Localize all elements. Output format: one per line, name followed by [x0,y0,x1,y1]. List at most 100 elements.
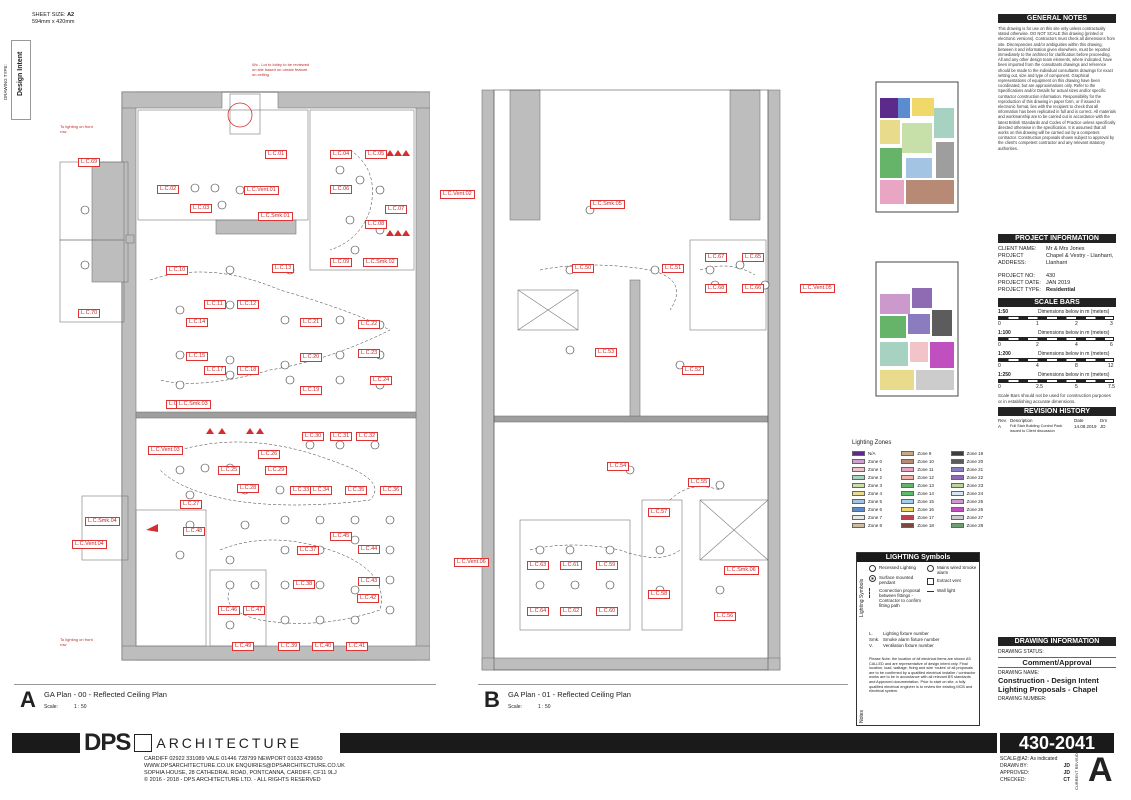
left-bottom-annotation: To lighting on front row [60,637,93,647]
zone-swatch-item: Zone 4 [852,490,901,497]
fixture-label: L.C.04 [330,150,353,159]
zone-swatch-item: N/A [852,450,901,457]
fixture-label: L.C.49 [232,642,255,651]
zone-swatch-item: Zone 0 [852,458,901,465]
zone-color-swatch [901,467,915,472]
scale-tick: 0 [998,321,1001,327]
zone-color-swatch [950,451,964,456]
zone-name: Zone 25 [966,499,984,504]
sheet-size-value: A2 [67,12,75,18]
symbol-label: Mains wired Smoke alarm [937,565,977,575]
fixture-label: L.C.Smk.05 [590,200,625,209]
notes-side-label: Notes [859,709,865,723]
fixture-label: L.C.36 [380,486,403,495]
project-row: CLIENT NAME:Mr & Mrs Jones [998,246,1116,253]
scale-bar-desc: Dimensions below in m (meters) [1038,309,1110,315]
revision-col: Rev. [998,418,1007,424]
fixture-label: L.C.12 [237,300,260,309]
drawing-number: 430-2041 [1000,733,1114,753]
fixture-label: L.C.57 [648,508,671,517]
lighting-symbols-side-label: Lighting Symbols [859,578,865,617]
plan-a-title: GA Plan - 00 - Reflected Ceiling Plan [44,690,167,699]
zone-color-swatch [950,459,964,464]
project-key: PROJECT ADDRESS: [998,253,1027,266]
fixture-label: L.C.46 [218,606,241,615]
fixture-label: L.C.65 [742,253,765,262]
zone-name: Zone 3 [868,483,883,488]
zone-swatch-item: Zone 16 [901,506,950,513]
zone-swatch-item: Zone 21 [950,466,1000,473]
legend-value: Ventilation fixture number [883,643,934,648]
fixture-label: L.C.05 [365,150,388,159]
zone-name: Zone 16 [917,507,934,512]
project-key: PROJECT NO: [998,273,1035,279]
fixture-label: L.C.29 [265,466,288,475]
project-row: PROJECT NO:430 [998,273,1116,280]
zone-name: Zone 15 [917,499,934,504]
fixture-label: L.C.33 [290,486,313,495]
drawing-status-label: DRAWING STATUS: [998,649,1044,655]
fixture-label: L.C.09 [330,258,353,267]
symbol-row: Extract vent [927,578,979,585]
general-notes-text: This drawing is for use on this site onl… [998,26,1116,151]
fixture-label: L.C.59 [596,561,619,570]
zone-name: Zone 2 [868,475,883,480]
zone-name: Zone 8 [868,523,883,528]
left-top-annotation: To lighting on front row [60,124,93,134]
zone-color-swatch [852,459,865,464]
scale-tick: 1 [1036,321,1039,327]
zone-name: Zone 4 [868,491,883,496]
project-value: JAN 2019 [1046,280,1071,286]
zone-name: Zone 7 [868,515,883,520]
meta-key: SCALE@A2: [1000,756,1029,762]
fixture-label: L.C.41 [346,642,369,651]
zone-color-swatch [852,475,865,480]
scale-bars-title: SCALE BARS [998,298,1116,307]
plan-b-title: GA Plan - 01 - Reflected Ceiling Plan [508,690,631,699]
legend-row: V.Ventilation fixture number [869,643,977,649]
fixture-label: L.C.02 [157,185,180,194]
zone-name: Zone 21 [966,467,984,472]
project-key: PROJECT TYPE: [998,287,1041,293]
fixture-label: L.C.70 [78,309,101,318]
drawing-type-strip [11,40,31,120]
company-address: CARDIFF 02922 331089 VALE 01446 728799 N… [144,756,345,784]
drawing-meta: SCALE@A2: As indicated DRAWN BY:JD APPRO… [1000,756,1070,784]
zone-color-swatch [950,515,964,520]
zone-swatch-item: Zone 24 [950,490,1000,497]
fixture-label: L.C.26 [258,450,281,459]
fixture-label: L.C.Vent.05 [800,284,835,293]
fixture-label: L.C.10 [166,266,189,275]
sheet-size-label: SHEET SIZE: A2 [32,12,74,18]
recessed-light-icon [869,565,876,572]
scale-tick: 8 [1075,363,1078,369]
legend-value: Smoke alarm fixture number [883,637,940,642]
fixture-label: L.C.31 [330,432,353,441]
fixture-label: L.C.48 [183,527,206,536]
symbol-row: Surface mounted pendant [869,575,925,585]
symbol-label: Surface mounted pendant [879,575,914,585]
zone-color-swatch [950,523,964,528]
scale-bar: 1:200 Dimensions below in m (meters) 0 4… [998,351,1116,372]
extract-vent-icon [927,578,934,585]
legend-value: Lighting fixture number [883,631,929,636]
zone-color-swatch [852,451,865,456]
fixture-label: L.C.07 [385,205,408,214]
fixture-label: L.C.Smk.01 [258,212,293,221]
fixture-label: L.C.58 [648,590,671,599]
scale-bar-scale: 1:50 [998,309,1009,315]
fixture-label: L.C.45 [330,532,353,541]
company-name: ARCHITECTURE [156,735,303,751]
fixture-label: L.C.19 [300,386,323,395]
fixture-label: L.C.23 [358,349,381,358]
zone-color-swatch [901,523,915,528]
fixture-label: L.C.34 [310,486,333,495]
fixture-label: L.C.13 [272,264,295,273]
zone-name: Zone 20 [966,459,984,464]
scale-bar-scale: 1:100 [998,330,1011,336]
zone-swatch-item: Zone 26 [950,506,1000,513]
zone-name: Zone 13 [917,483,934,488]
drawing-type-label: DRAWING TYPE: [3,64,8,100]
revision-cell: JD [1100,424,1106,430]
